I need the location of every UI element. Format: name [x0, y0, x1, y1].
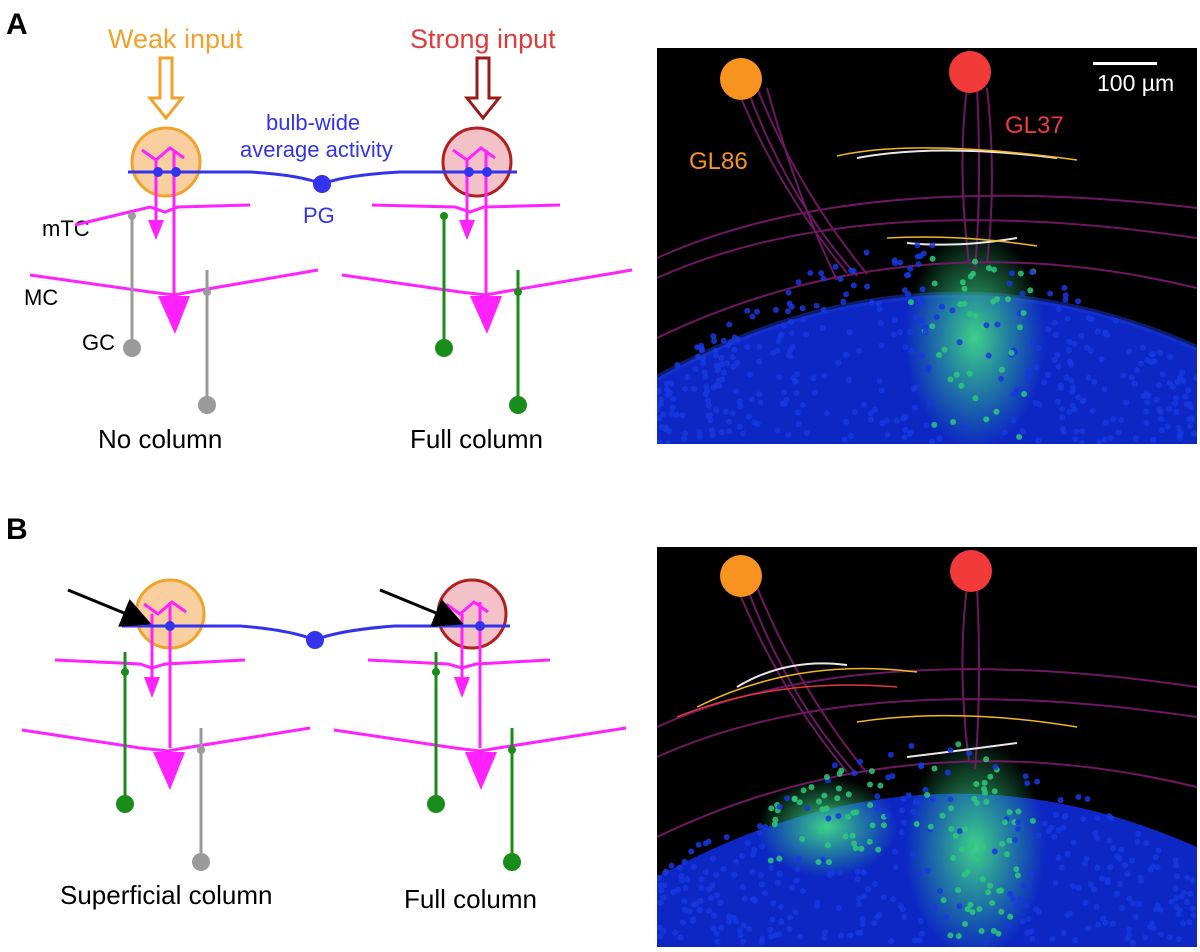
glomerulus-strong: [441, 126, 513, 198]
mc-soma: [158, 296, 190, 334]
pg-label: PG: [303, 203, 335, 228]
gl86-label: GL86: [689, 148, 748, 175]
glomerulus-weak: [130, 126, 202, 198]
mtc-label: mTC: [42, 216, 90, 241]
gl37-label: GL37: [1005, 112, 1064, 139]
superficial-column-caption: Superficial column: [60, 880, 273, 910]
hollow-arrow-icon: [463, 56, 503, 121]
panel-a-letter: A: [6, 8, 28, 41]
black-arrow-icon: [379, 588, 464, 627]
full-column-caption-a: Full column: [410, 424, 543, 454]
hollow-arrow-icon: [146, 56, 186, 121]
strong-input-label: Strong input: [410, 24, 556, 54]
full-column-caption-b: Full column: [404, 884, 537, 914]
schematic-diagrams: [21, 56, 633, 871]
simulation-image-b: [657, 547, 1197, 947]
pg-text-line2: average activity: [240, 137, 393, 162]
pg-text-line1: bulb-wide: [266, 110, 361, 135]
pg-cell: [313, 175, 331, 193]
mitral-cells-left: [29, 146, 319, 297]
no-column-caption: No column: [98, 424, 223, 454]
mc-label: MC: [24, 285, 59, 310]
black-arrow-icon: [67, 588, 152, 627]
panel-b-letter: B: [6, 513, 28, 546]
scale-bar-label: 100 µm: [1097, 70, 1175, 96]
gc-label: GC: [82, 330, 115, 355]
weak-input-label: Weak input: [108, 24, 243, 54]
simulation-image-a: 100 µm GL86 GL37: [657, 48, 1197, 444]
mtc-soma: [148, 220, 164, 240]
